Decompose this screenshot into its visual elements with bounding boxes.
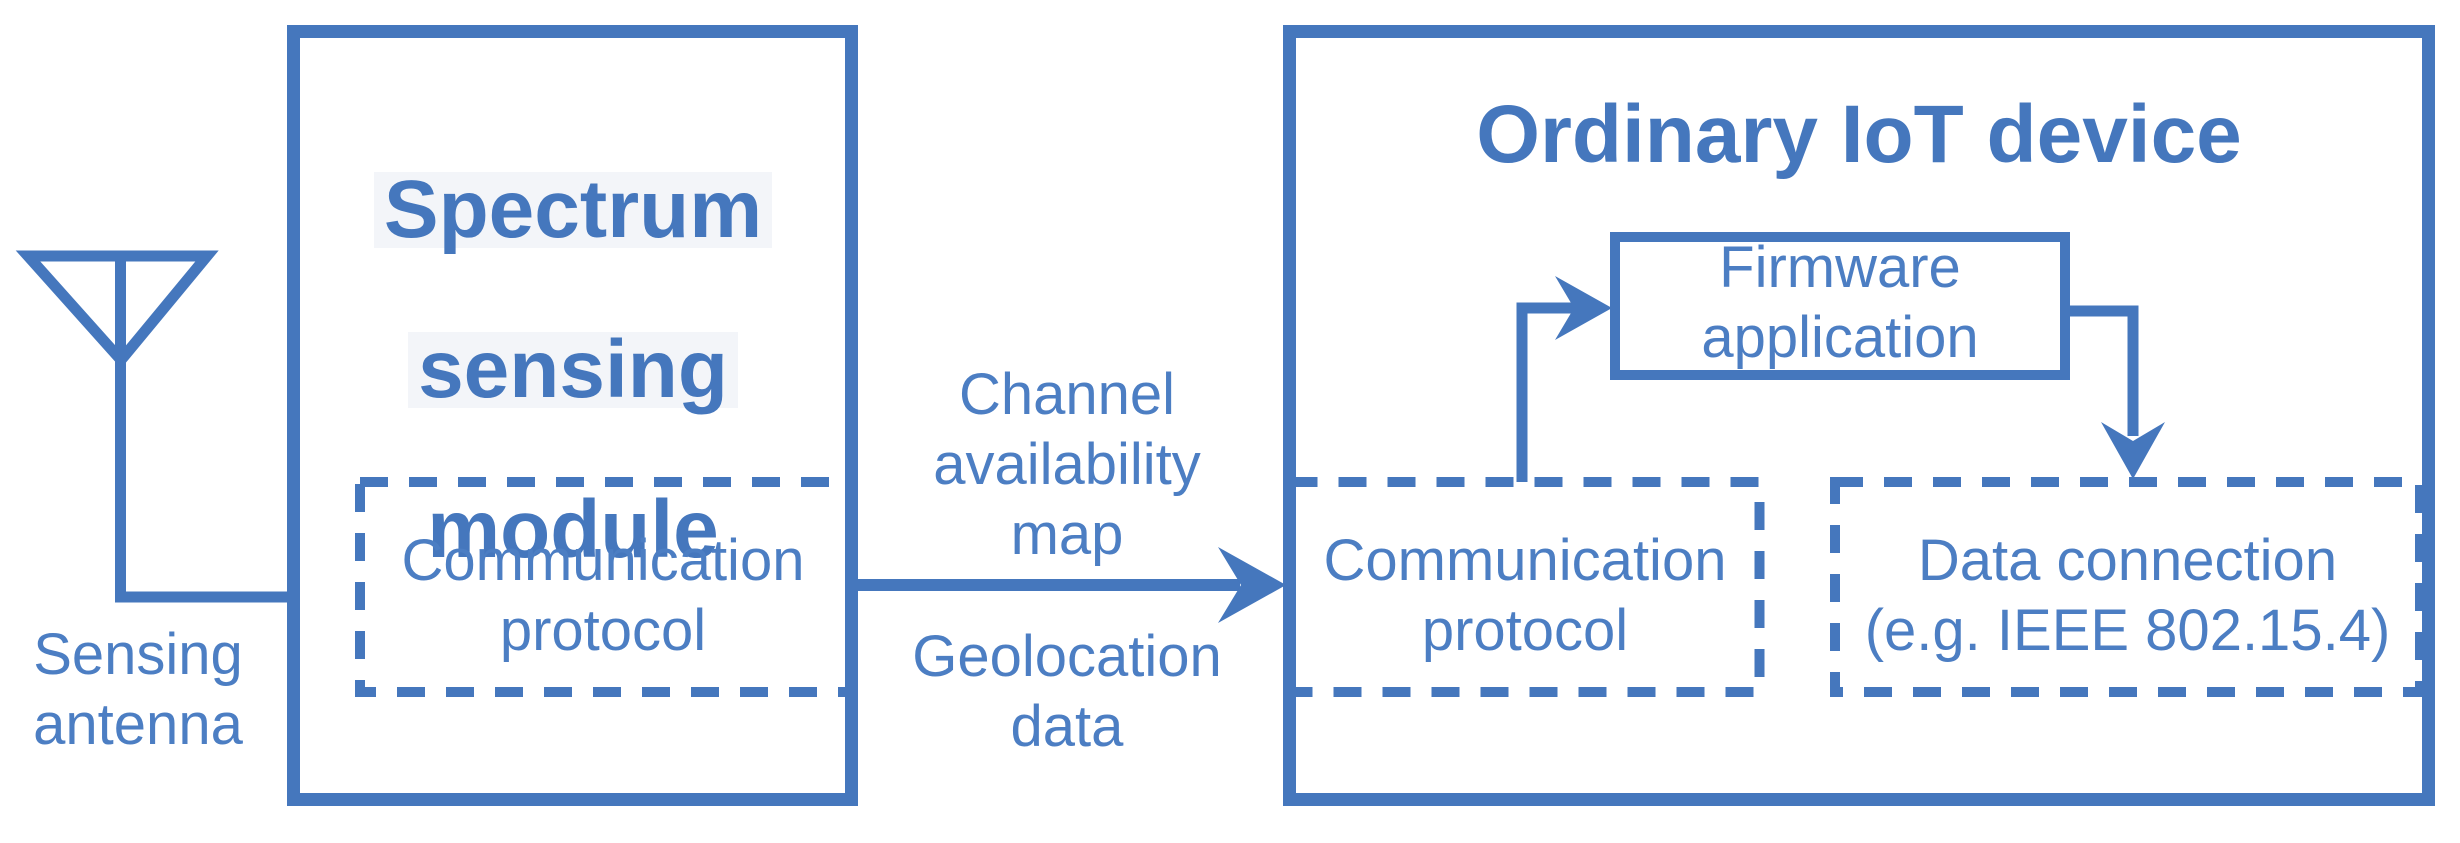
firmware-application-box [1610, 232, 2070, 380]
firmware-to-data-arrowhead [2101, 422, 2165, 479]
comm-protocol-left-label: Communication protocol [401, 528, 805, 663]
channel-map-arrowhead [1218, 547, 1286, 623]
spectrum-module-title-line2: sensing [293, 329, 853, 411]
iot-device-title: Ordinary IoT device [1476, 89, 2242, 180]
firmware-to-data-arrow [2070, 305, 2165, 479]
spectrum-module-title-line1: Spectrum [293, 169, 853, 251]
channel-map-arrow [851, 547, 1286, 623]
comm-to-firmware-arrow [1516, 276, 1612, 482]
sensing-antenna-label: Sensing antenna [33, 622, 243, 757]
geolocation-data-label: Geolocation data [912, 624, 1222, 759]
spectrum-module-box [287, 25, 858, 806]
spectrum-module-title: Spectrum sensing module [293, 90, 853, 650]
iot-device-box [1283, 25, 2435, 806]
spectrum-module-title-line3: module [427, 484, 719, 575]
data-connection-dashed-box [1830, 477, 2425, 697]
antenna-icon [15, 250, 296, 603]
comm-to-firmware-arrowhead [1555, 276, 1612, 340]
channel-availability-map-label: Channel availability map [933, 362, 1201, 567]
firmware-application-label: Firmware application [1701, 235, 1979, 370]
comm-protocol-right-label: Communication protocol [1323, 528, 1727, 663]
data-connection-label: Data connection (e.g. IEEE 802.15.4) [1864, 528, 2391, 663]
